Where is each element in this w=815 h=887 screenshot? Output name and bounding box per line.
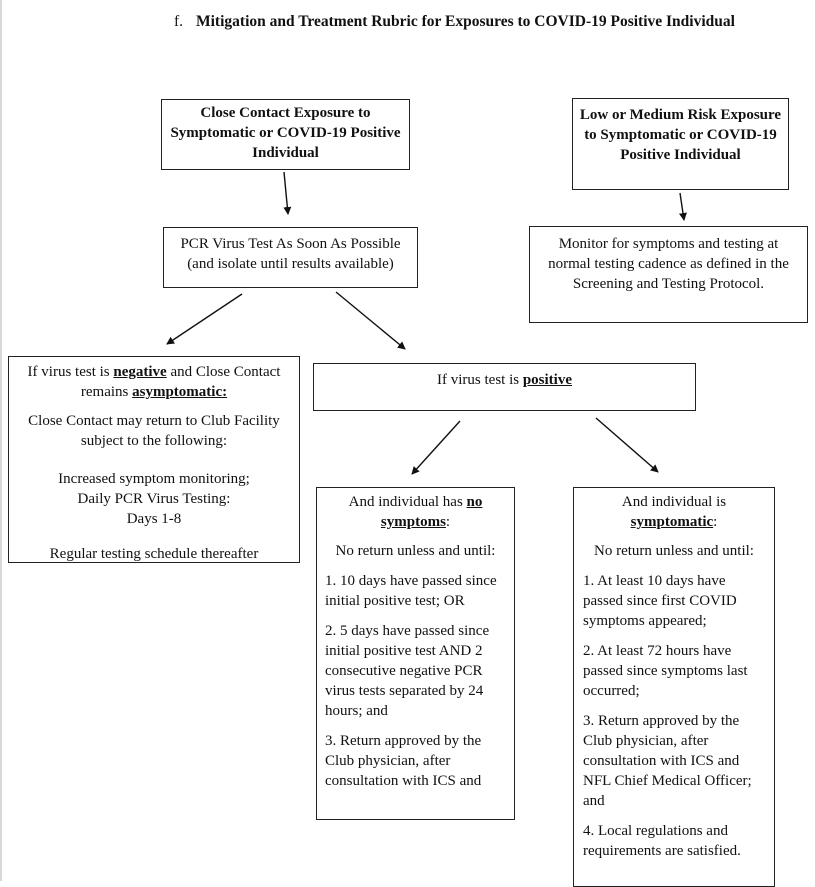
monitor-text: Monitor for symptoms and testing at norm… <box>548 236 789 292</box>
symptomatic-word: symptomatic <box>630 514 714 530</box>
arrow-positive-to-symptomatic <box>595 417 659 473</box>
no-word: no <box>466 494 483 510</box>
no-symptoms-no-return: No return unless and until: <box>335 543 496 559</box>
arrow-lowrisk-to-monitor <box>679 192 687 221</box>
negative-return: Close Contact may return to Club Facilit… <box>28 413 280 449</box>
no-symptoms-item-1: 1. 10 days have passed since initial pos… <box>325 573 497 609</box>
positive-word: positive <box>522 372 572 388</box>
negative-heading: If virus test is negative and Close Cont… <box>27 364 281 400</box>
negative-regular: Regular testing schedule thereafter <box>49 546 259 562</box>
symptoms-word: symptoms <box>380 514 446 530</box>
arrow-pcr-to-positive <box>335 291 406 350</box>
symptomatic-item-4: 4. Local regulations and requirements ar… <box>583 823 741 859</box>
page-edge <box>0 0 2 881</box>
section-letter: f. <box>174 13 184 30</box>
negative-conditions: Increased symptom monitoring; Daily PCR … <box>58 471 250 527</box>
positive-box: If virus test is positive <box>313 363 696 411</box>
pcr-test-box: PCR Virus Test As Soon As Possible (and … <box>163 227 418 288</box>
asymptomatic-word: asymptomatic: <box>132 384 228 400</box>
close-contact-title: Close Contact Exposure to Symptomatic or… <box>170 105 401 161</box>
symptomatic-item-3: 3. Return approved by the Club physician… <box>583 713 752 809</box>
arrow-pcr-to-negative <box>166 293 243 345</box>
symptomatic-item-2: 2. At least 72 hours have passed since s… <box>583 643 748 699</box>
low-risk-box: Low or Medium Risk Exposure to Symptomat… <box>572 98 789 190</box>
monitor-box: Monitor for symptoms and testing at norm… <box>529 226 808 323</box>
symptomatic-no-return: No return unless and until: <box>594 543 754 559</box>
close-contact-box: Close Contact Exposure to Symptomatic or… <box>161 99 410 170</box>
low-risk-title: Low or Medium Risk Exposure to Symptomat… <box>579 107 782 163</box>
no-symptoms-item-2: 2. 5 days have passed since initial posi… <box>325 623 490 719</box>
section-title: Mitigation and Treatment Rubric for Expo… <box>196 13 735 30</box>
pcr-test-line1: PCR Virus Test As Soon As Possible <box>180 236 401 252</box>
negative-box: If virus test is negative and Close Cont… <box>8 356 300 563</box>
pcr-test-line2: (and isolate until results available) <box>187 256 394 272</box>
symptomatic-item-1: 1. At least 10 days have passed since fi… <box>583 573 737 629</box>
arrow-closecontact-to-pcr <box>283 171 292 215</box>
positive-pre: If virus test is <box>437 372 523 388</box>
no-symptoms-item-3: 3. Return approved by the Club physician… <box>325 733 482 789</box>
negative-word: negative <box>113 364 167 380</box>
arrow-positive-to-nosymptoms <box>411 420 461 475</box>
